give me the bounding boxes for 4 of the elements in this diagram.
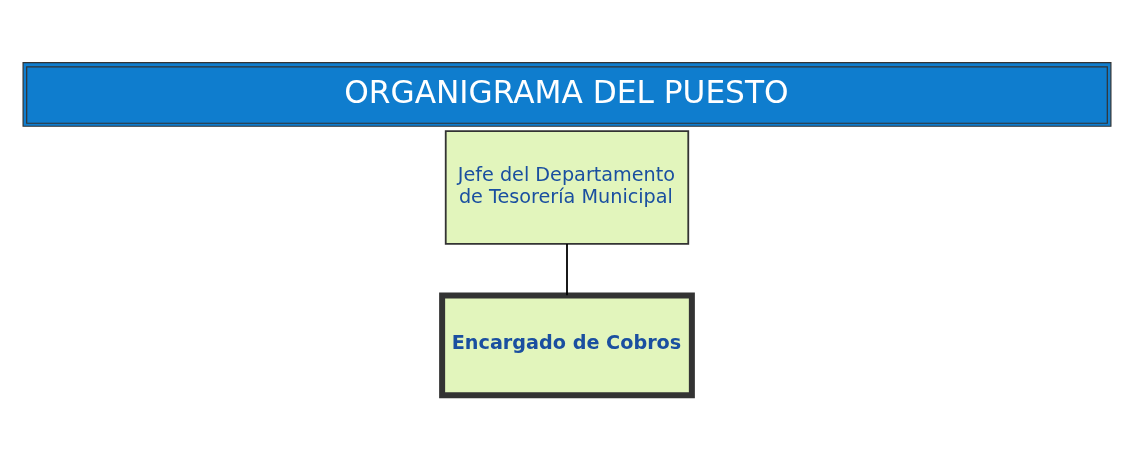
node-box: Jefe del Departamento de Tesorería Municipal — [444, 129, 690, 245]
node-box: Encargado de Cobros — [439, 292, 695, 398]
connector — [566, 242, 568, 296]
diagram-title: ORGANIGRAMA DEL PUESTO — [344, 73, 789, 110]
